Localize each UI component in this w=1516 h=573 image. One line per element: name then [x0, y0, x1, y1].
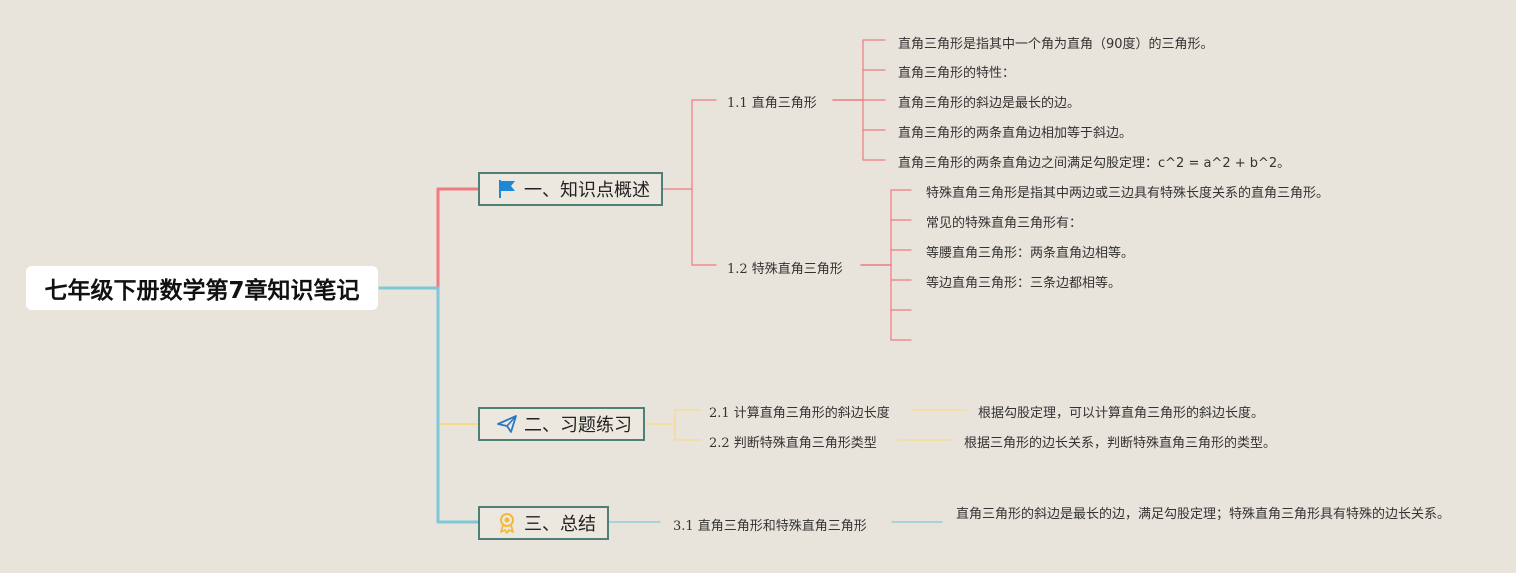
subtopic-hypotenuse-calc[interactable]: 2.1 计算直角三角形的斜边长度: [709, 406, 890, 421]
subtopic-type-judgement[interactable]: 2.2 判断特殊直角三角形类型: [709, 436, 877, 451]
leaf-text[interactable]: 直角三角形是指其中一个角为直角（90度）的三角形。: [898, 37, 1214, 52]
leaf-text[interactable]: 直角三角形的两条直角边之间满足勾股定理：c^2 = a^2 + b^2。: [898, 156, 1291, 171]
branch-label: 二、习题练习: [524, 415, 632, 436]
award-ribbon-icon: [496, 512, 518, 534]
leaf-text[interactable]: 根据勾股定理，可以计算直角三角形的斜边长度。: [978, 406, 1265, 421]
subtopic-summary[interactable]: 3.1 直角三角形和特殊直角三角形: [673, 519, 867, 534]
root-topic[interactable]: 七年级下册数学第7章知识笔记: [26, 266, 378, 310]
leaf-text[interactable]: 直角三角形的斜边是最长的边。: [898, 96, 1081, 111]
leaf-text[interactable]: 直角三角形的斜边是最长的边，满足勾股定理；特殊直角三角形具有特殊的边长关系。: [956, 507, 1451, 522]
branch-knowledge-overview[interactable]: 一、知识点概述: [478, 172, 663, 206]
leaf-text[interactable]: 直角三角形的两条直角边相加等于斜边。: [898, 126, 1133, 141]
leaf-text[interactable]: 等腰直角三角形：两条直角边相等。: [926, 246, 1135, 261]
leaf-text[interactable]: 常见的特殊直角三角形有：: [926, 216, 1083, 231]
leaf-text[interactable]: 直角三角形的特性：: [898, 66, 1016, 81]
subtopic-special-right-triangle[interactable]: 1.2 特殊直角三角形: [727, 262, 843, 277]
branch-label: 三、总结: [524, 514, 596, 535]
branch-summary[interactable]: 三、总结: [478, 506, 609, 540]
paper-plane-icon: [496, 413, 518, 435]
subtopic-right-triangle[interactable]: 1.1 直角三角形: [727, 96, 817, 111]
leaf-text[interactable]: 等边直角三角形：三条边都相等。: [926, 276, 1122, 291]
flag-icon: [496, 178, 518, 200]
leaf-text[interactable]: 特殊直角三角形是指其中两边或三边具有特殊长度关系的直角三角形。: [926, 186, 1330, 201]
leaf-text[interactable]: 根据三角形的边长关系，判断特殊直角三角形的类型。: [964, 436, 1277, 451]
branch-exercises[interactable]: 二、习题练习: [478, 407, 645, 441]
branch-label: 一、知识点概述: [524, 180, 650, 201]
